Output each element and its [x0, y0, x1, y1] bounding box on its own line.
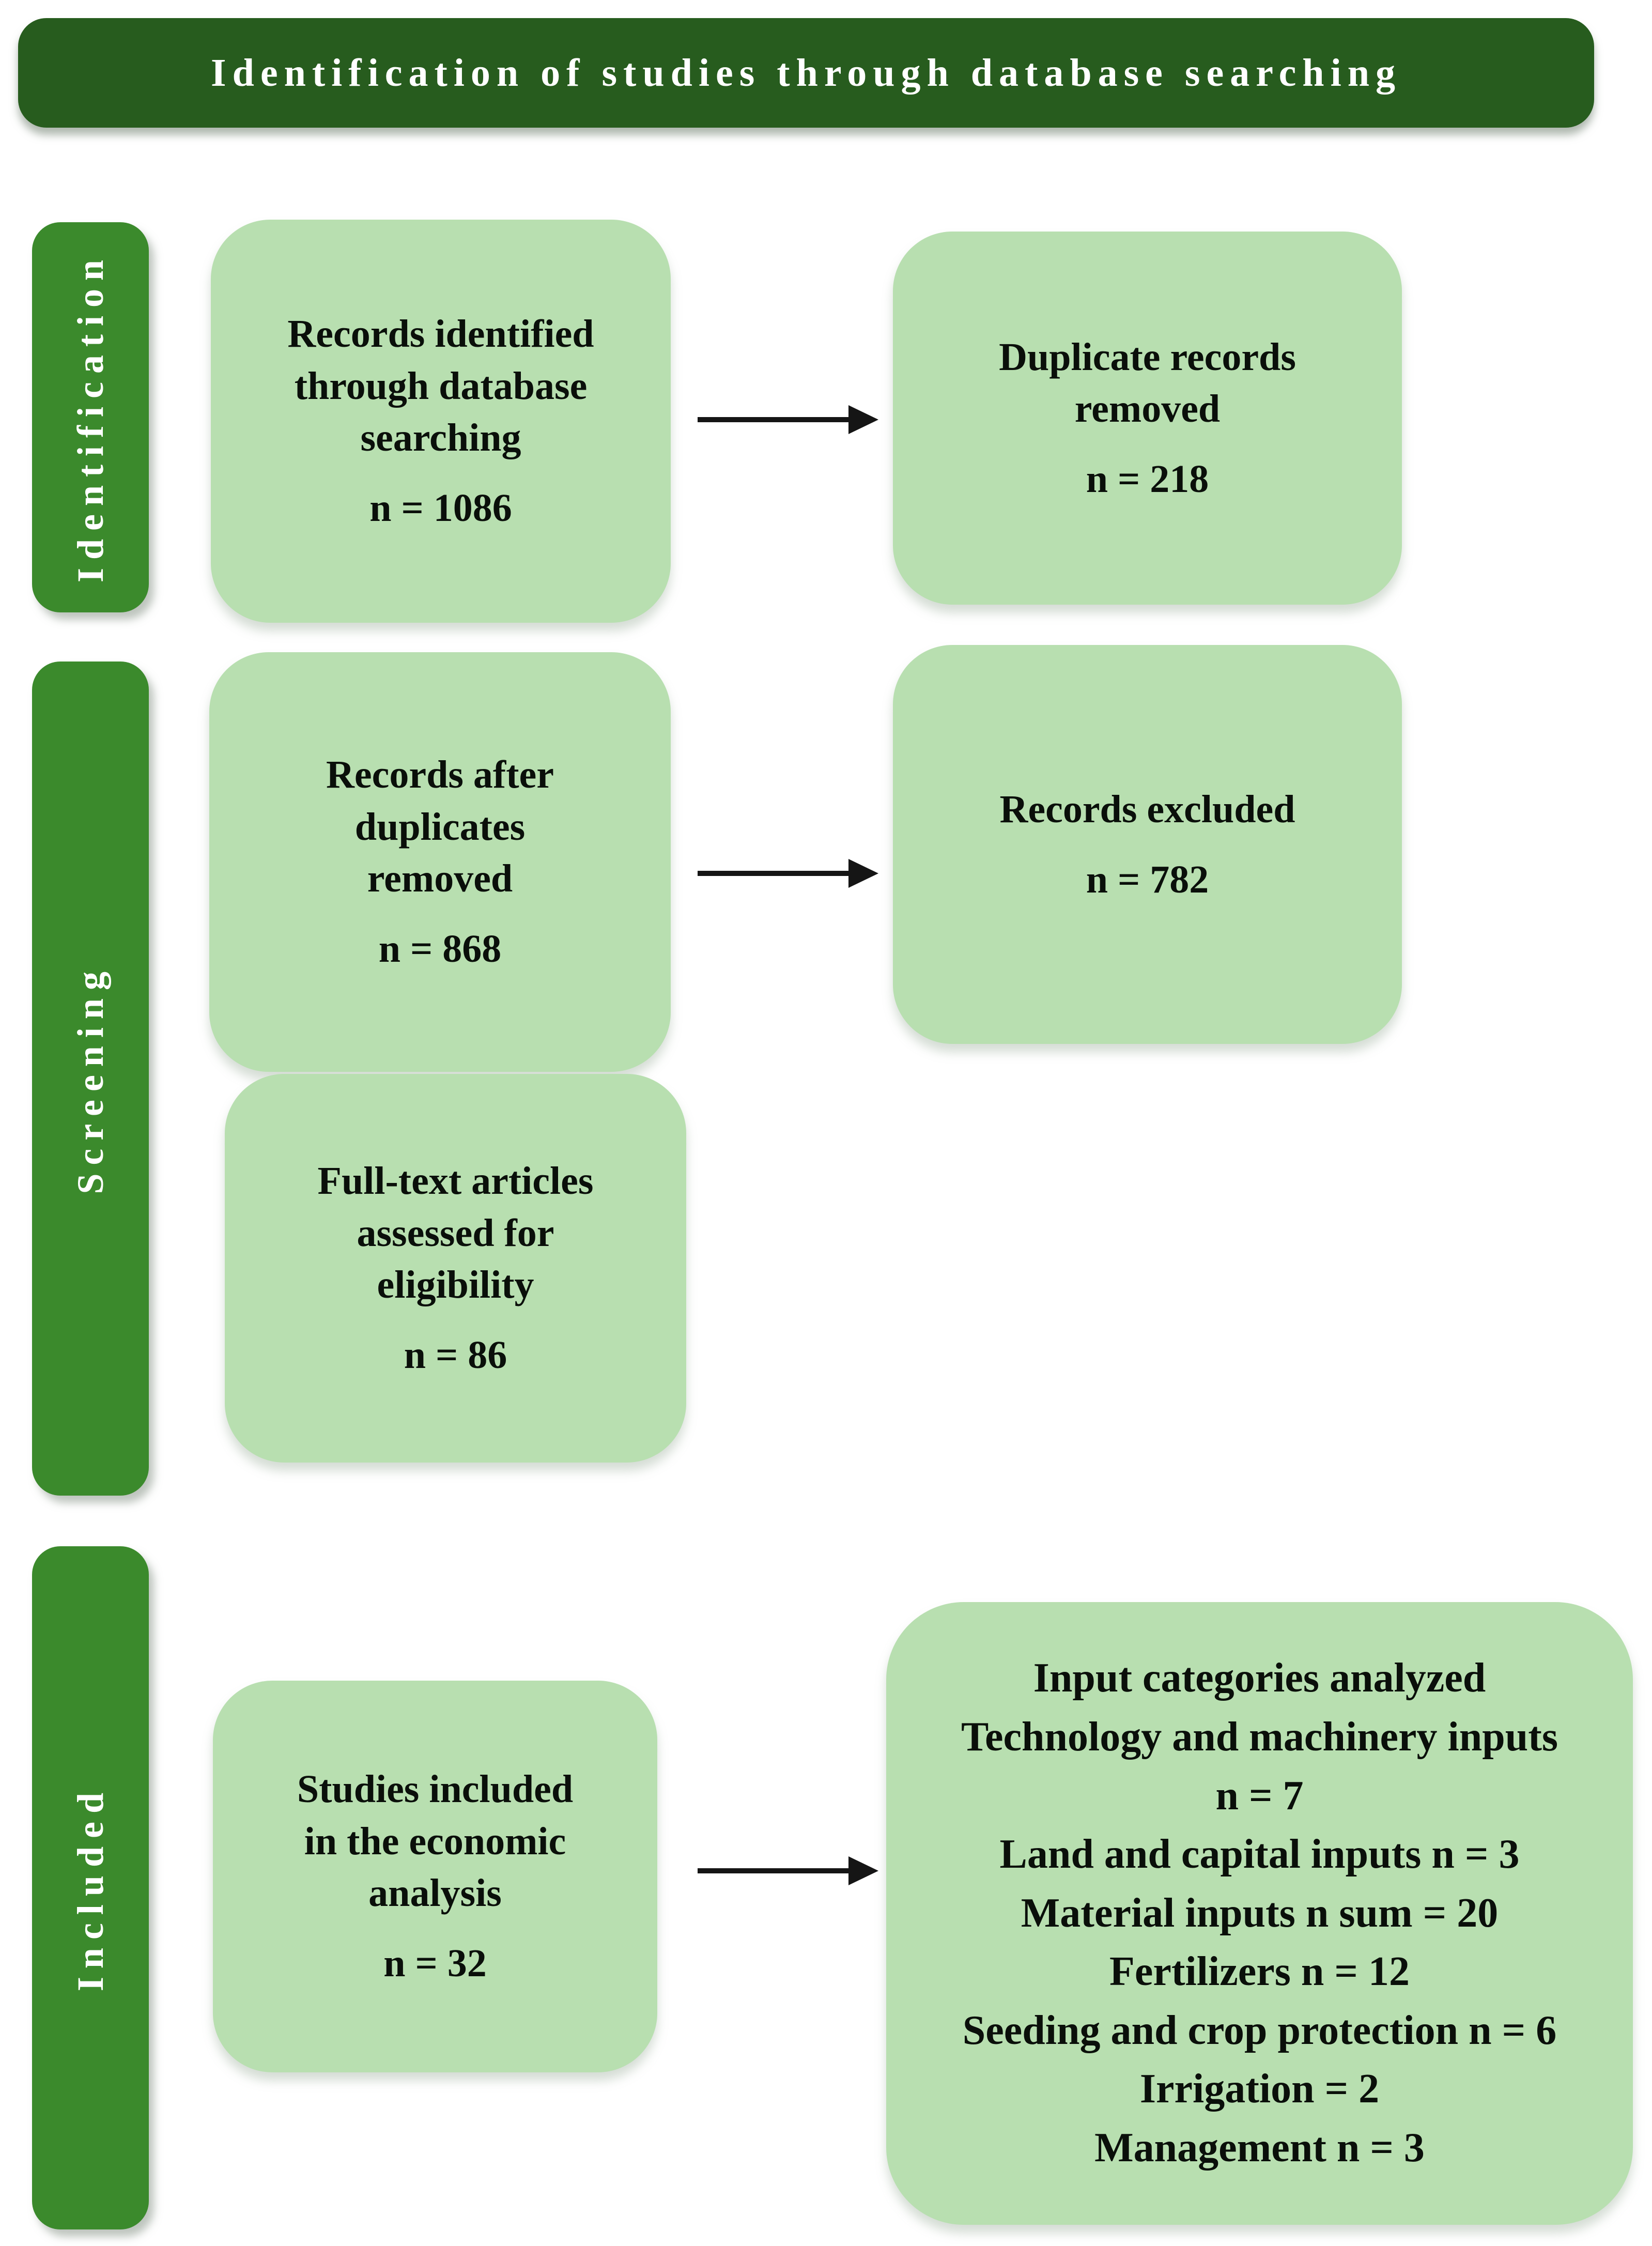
box-line: duplicates [354, 805, 526, 849]
header-title: Identification of studies through databa… [211, 51, 1401, 95]
box-line: analysis [368, 1871, 502, 1915]
box-count: n = 1086 [369, 486, 512, 530]
box-records-after-duplicates: Records after duplicates removed n = 868 [209, 652, 671, 1072]
box-records-excluded: Records excluded n = 782 [893, 645, 1402, 1044]
box-line: Records after [326, 753, 554, 797]
box-line: Material inputs n sum = 20 [1021, 1890, 1499, 1936]
box-line: Full-text articles [317, 1159, 594, 1203]
box-line: n = 7 [1215, 1773, 1304, 1819]
box-line: Irrigation = 2 [1139, 2066, 1380, 2112]
box-records-identified: Records identified through database sear… [211, 220, 671, 623]
box-line: in the economic [304, 1819, 566, 1863]
box-line: Management n = 3 [1094, 2125, 1425, 2171]
box-line: removed [1074, 387, 1221, 430]
arrow-shaft [698, 871, 854, 876]
box-line: assessed for [357, 1211, 554, 1255]
stage-bar-screening: Screening [32, 662, 149, 1496]
box-fulltext-assessed: Full-text articles assessed for eligibil… [225, 1074, 686, 1463]
stage-label-included: Included [69, 1784, 111, 1992]
stage-label-identification: Identification [69, 252, 111, 583]
arrow-head-icon [848, 1856, 878, 1885]
stage-bar-identification: Identification [32, 222, 149, 612]
stage-bar-included: Included [32, 1546, 149, 2229]
box-line: Records excluded [999, 787, 1295, 831]
stage-label-screening: Screening [69, 963, 111, 1194]
box-line: eligibility [377, 1263, 534, 1306]
box-count: n = 782 [1086, 858, 1209, 901]
box-line: Input categories analyzed [1033, 1655, 1486, 1701]
box-line: Records identified [287, 312, 594, 356]
box-line: removed [367, 857, 513, 900]
box-line: Fertilizers n = 12 [1109, 1949, 1410, 1995]
box-line: Land and capital inputs n = 3 [999, 1832, 1520, 1878]
header-banner: Identification of studies through databa… [18, 18, 1594, 128]
arrow-shaft [698, 1868, 854, 1873]
arrow-shaft [698, 417, 854, 422]
arrow-head-icon [848, 859, 878, 888]
box-line: through database [294, 364, 588, 408]
box-studies-included: Studies included in the economic analysi… [213, 1681, 657, 2072]
box-count: n = 868 [378, 927, 502, 971]
box-count: n = 86 [404, 1333, 507, 1377]
box-line: Seeding and crop protection n = 6 [962, 2007, 1557, 2053]
box-line: Technology and machinery inputs [961, 1714, 1558, 1760]
box-line: Duplicate records [999, 335, 1296, 379]
box-line: searching [360, 416, 521, 459]
box-count: n = 32 [383, 1942, 487, 1986]
arrow-head-icon [848, 405, 878, 434]
box-line: Studies included [297, 1767, 574, 1811]
box-duplicate-records-removed: Duplicate records removed n = 218 [893, 232, 1402, 605]
box-count: n = 218 [1086, 457, 1209, 501]
box-input-categories: Input categories analyzed Technology and… [886, 1602, 1633, 2225]
